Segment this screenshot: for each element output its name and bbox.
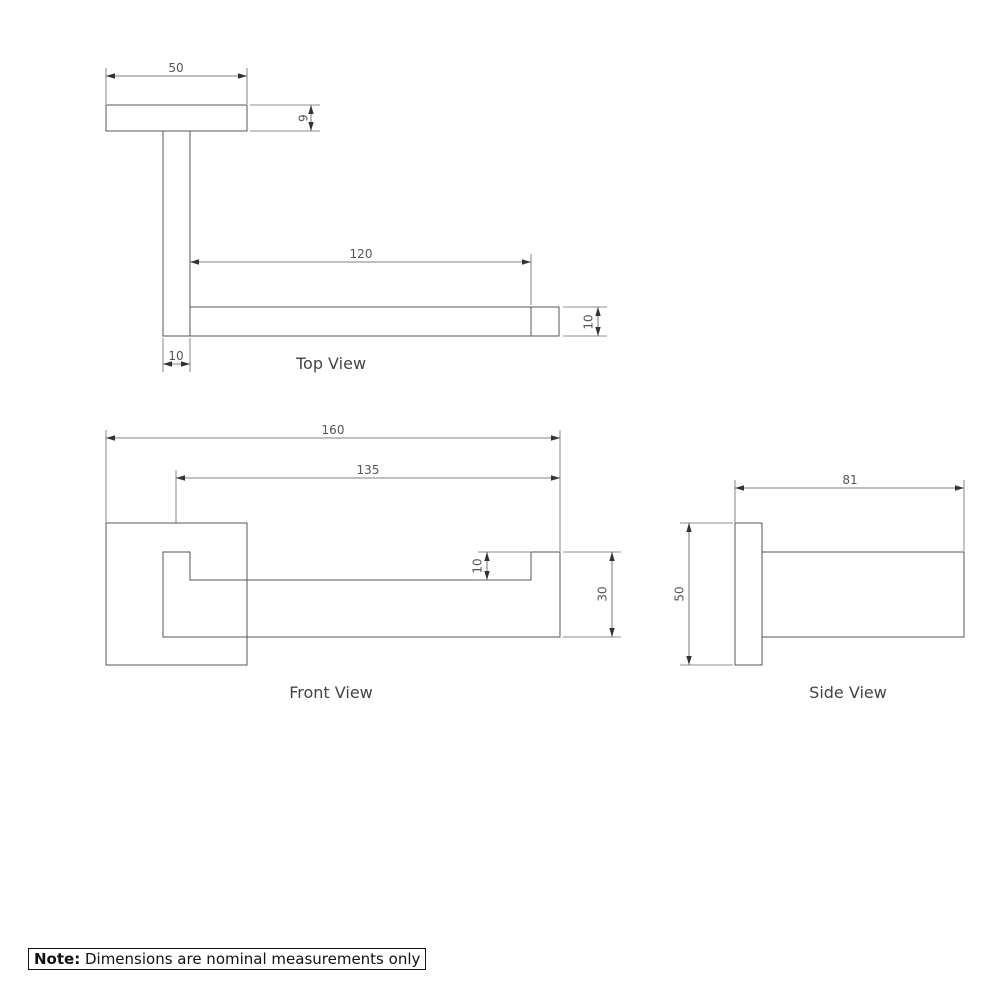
- side-view: 81 50 Side View: [673, 473, 965, 702]
- front-view: 160 135 10 30 Front View: [105, 423, 621, 702]
- dim-label: 160: [322, 423, 345, 437]
- dim-top-arm-length: 120: [190, 247, 532, 305]
- dim-front-height: 30: [563, 551, 621, 638]
- dim-front-arm-thickness: 10: [471, 551, 530, 581]
- note-text: Dimensions are nominal measurements only: [80, 950, 421, 968]
- dim-top-plate-width: 50: [105, 61, 248, 104]
- top-view-arm: [189, 306, 532, 337]
- dim-side-projection: 81: [734, 473, 965, 551]
- top-view-plate: [105, 104, 248, 132]
- front-view-arm: [162, 551, 561, 638]
- front-view-plate: [105, 522, 248, 666]
- dim-top-post-width: 10: [162, 338, 191, 372]
- dim-top-plate-depth: 9: [250, 104, 320, 132]
- top-view-label: Top View: [295, 354, 366, 373]
- dim-side-plate-height: 50: [673, 522, 733, 666]
- dim-label: 10: [471, 558, 485, 573]
- dim-label: 10: [168, 349, 183, 363]
- side-view-label: Side View: [809, 683, 887, 702]
- side-view-arm: [761, 551, 965, 638]
- dim-top-arm-width: 10: [563, 306, 607, 337]
- dim-front-overall-length: 160: [105, 423, 560, 522]
- front-view-label: Front View: [289, 683, 373, 702]
- dim-label: 50: [168, 61, 183, 75]
- top-view-arm-end: [530, 306, 560, 337]
- dim-label: 10: [582, 314, 596, 329]
- top-view-post: [162, 130, 191, 337]
- dim-label: 135: [357, 463, 380, 477]
- dim-front-arm-length: 135: [176, 463, 560, 481]
- top-view: 50 9 120 10 10 Top View: [105, 61, 607, 373]
- dim-label: 81: [842, 473, 857, 487]
- dim-label: 30: [596, 586, 610, 601]
- dim-label: 120: [350, 247, 373, 261]
- dim-label: 50: [673, 586, 687, 601]
- dimensions-note: Note: Dimensions are nominal measurement…: [28, 948, 427, 970]
- note-prefix: Note:: [34, 950, 81, 968]
- side-view-plate: [734, 522, 763, 666]
- dim-label: 9: [297, 114, 311, 122]
